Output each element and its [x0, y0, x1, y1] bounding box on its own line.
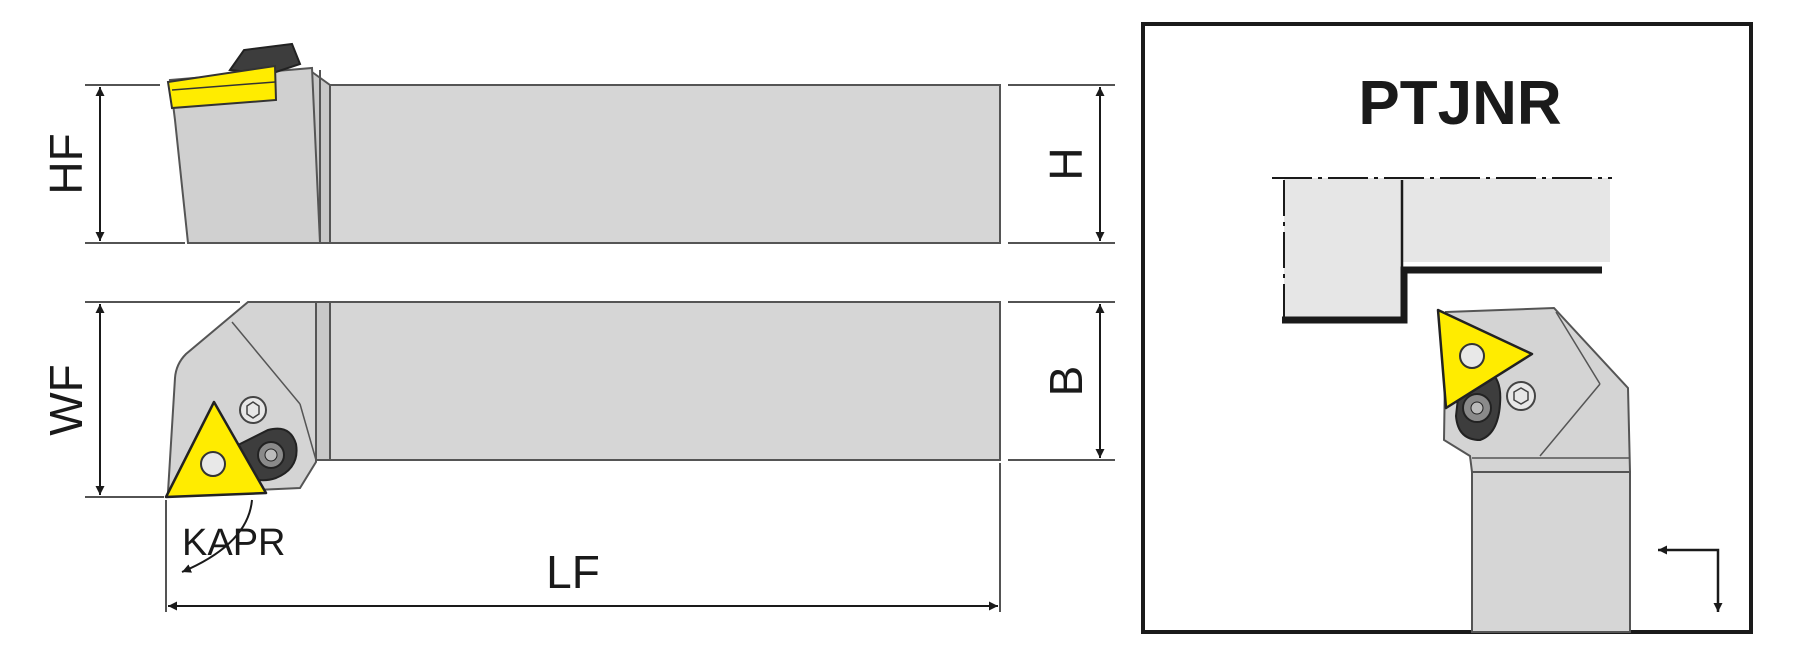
top-view-shank: [329, 301, 1001, 461]
side-view-shank: [329, 84, 1001, 244]
side-view: HF H: [40, 42, 1115, 244]
clamp-screw-icon: [239, 396, 267, 424]
inset-screw-icon: [1506, 381, 1536, 411]
inset-holder-shank: [1471, 471, 1631, 633]
feed-direction-arrows: [1658, 545, 1723, 612]
inset-title: PTJNR: [1358, 69, 1561, 138]
top-view: WF B KAPR LF: [40, 301, 1115, 612]
wf-label: WF: [40, 364, 92, 436]
h-label: H: [1040, 147, 1092, 180]
side-view-insert: [166, 64, 278, 110]
inset-panel: PTJNR: [1141, 22, 1753, 634]
kapr-label: KAPR: [182, 522, 285, 564]
hf-label: HF: [40, 133, 92, 194]
insert-hole-icon: [200, 451, 226, 477]
top-view-neck: [315, 301, 331, 461]
inset-insert-hole-icon: [1459, 343, 1485, 369]
lf-label: LF: [546, 546, 600, 598]
inset-insert: [1436, 308, 1534, 410]
kapr-arc: [181, 499, 253, 573]
inset-holder: [1436, 306, 1632, 633]
b-label: B: [1040, 366, 1092, 397]
top-view-insert: [164, 400, 268, 499]
side-view-head: [168, 66, 322, 244]
workpiece: [1272, 177, 1612, 324]
